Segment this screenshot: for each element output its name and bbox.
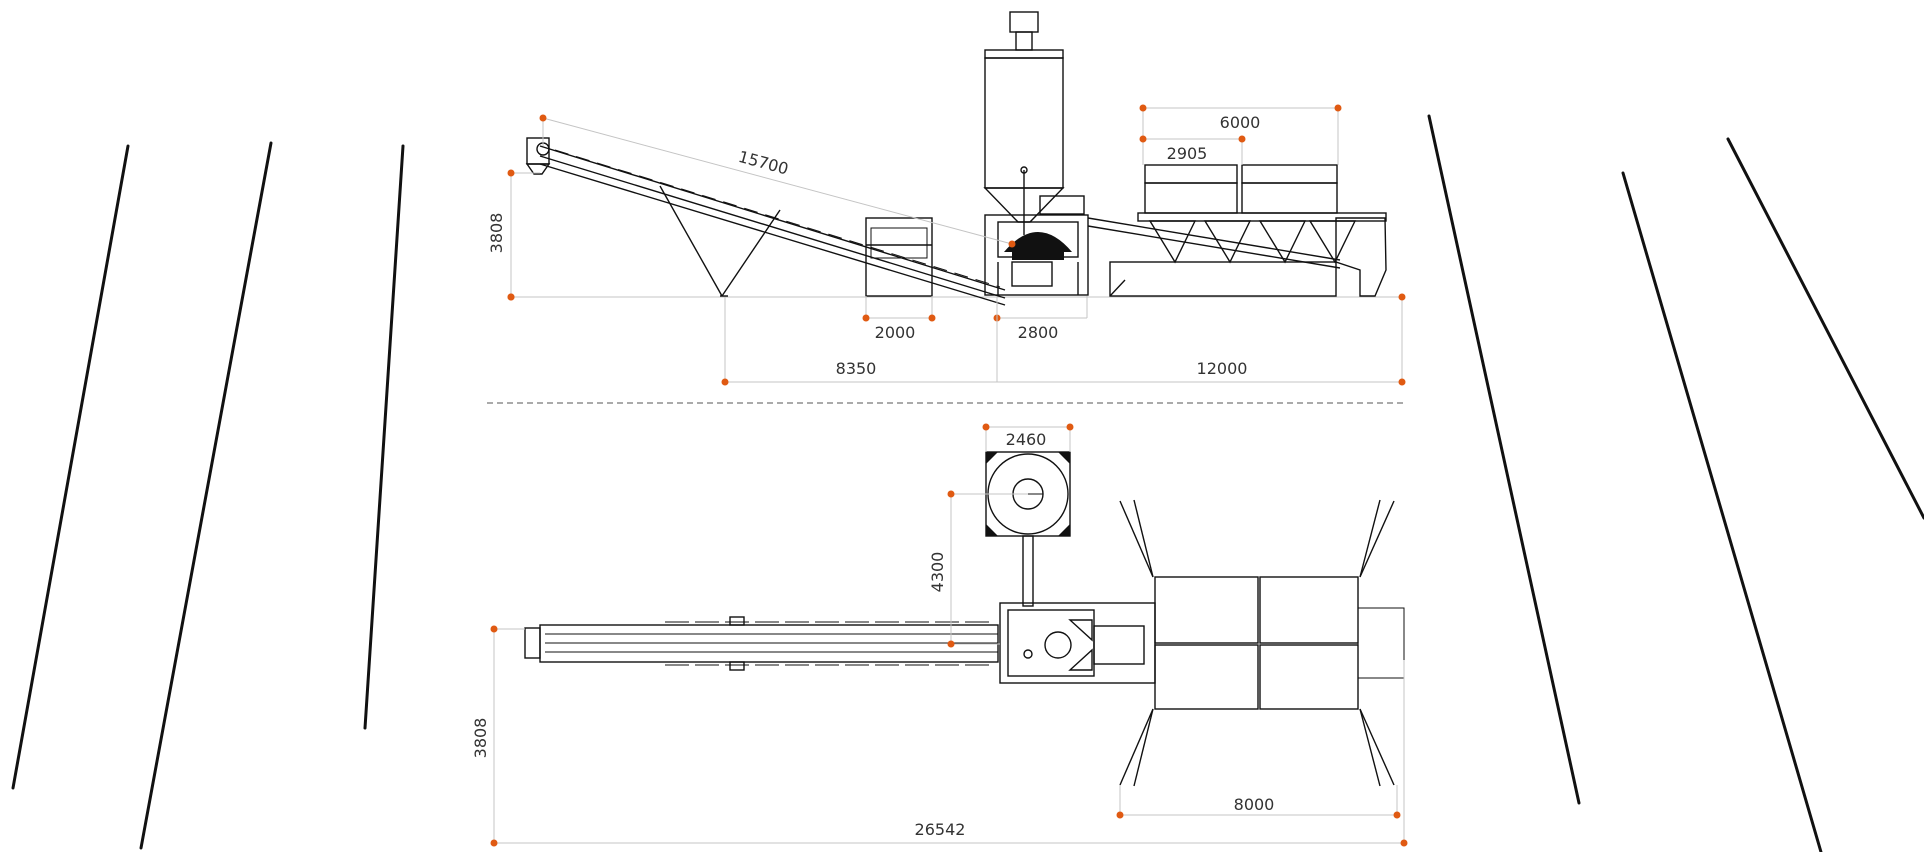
- top-conveyor: [524, 616, 999, 671]
- background-strokes: [11, 114, 1924, 852]
- side-view: 15700 3808 2000 2800: [487, 11, 1406, 386]
- dim-hopper-width: 2000: [862, 296, 936, 342]
- dim-label-2460: 2460: [1006, 430, 1047, 449]
- top-silo: [985, 451, 1071, 607]
- dim-label-2905: 2905: [1167, 144, 1208, 163]
- dim-spans: 8350 12000: [507, 293, 1406, 386]
- dim-overall-width: 3808: [471, 625, 525, 843]
- dim-label-8350: 8350: [836, 359, 877, 378]
- side-conveyor: [525, 137, 1006, 306]
- dim-label-6000: 6000: [1220, 113, 1261, 132]
- background-stroke: [363, 144, 405, 730]
- dim-mixer-width: 2800: [993, 296, 1088, 342]
- dim-label-2800: 2800: [1018, 323, 1059, 342]
- background-stroke: [1726, 137, 1924, 520]
- dim-label-2000: 2000: [875, 323, 916, 342]
- top-mixer: [999, 602, 1156, 684]
- dim-conveyor-height: 3808: [487, 169, 540, 301]
- dim-label-15700: 15700: [736, 147, 790, 179]
- top-aggregate-bins: [1119, 499, 1405, 787]
- dim-label-3808-side: 3808: [487, 213, 506, 254]
- dim-label-4300: 4300: [928, 552, 947, 593]
- side-mixer: [984, 195, 1089, 296]
- background-stroke: [1427, 114, 1581, 805]
- dim-bins: 6000 2905: [1139, 104, 1342, 165]
- background-stroke: [139, 141, 273, 850]
- dim-label-12000: 12000: [1197, 359, 1248, 378]
- dim-label-3808-top: 3808: [471, 718, 490, 759]
- side-hopper: [865, 217, 933, 297]
- dim-label-8000: 8000: [1234, 795, 1275, 814]
- background-stroke: [1621, 171, 1823, 852]
- side-aggregate-bins: [1087, 164, 1387, 297]
- dim-bins-width: 8000: [1116, 785, 1401, 819]
- dim-overall-length: 26542: [490, 660, 1408, 847]
- dim-conveyor-length: 15700: [539, 114, 1016, 248]
- dim-label-26542: 26542: [915, 820, 966, 839]
- side-silo: [983, 11, 1065, 235]
- background-stroke: [11, 144, 130, 790]
- dim-silo-width: 2460: [982, 423, 1074, 452]
- top-view: 2460 4300 3808 8000: [471, 423, 1408, 847]
- dim-silo-offset: 4300: [928, 490, 1028, 648]
